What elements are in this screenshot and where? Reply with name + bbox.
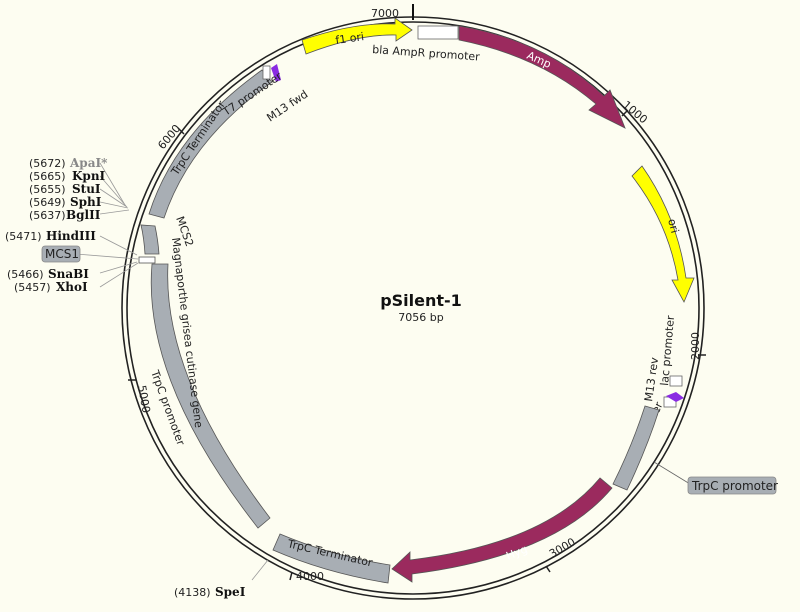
tick-mark-4000 (289, 571, 293, 581)
bla-promoter-feature[interactable] (417, 25, 459, 40)
site-name-kpni[interactable]: KpnI (72, 169, 106, 183)
site-pos-kpni: (5665) (29, 170, 66, 183)
tick-mark-6000 (177, 127, 185, 135)
tick-label-7000: 7000 (371, 7, 399, 20)
mcs1-label: MCS1 (45, 247, 79, 261)
site-pos-apai: (5672) (29, 157, 66, 170)
f1-ori-feature[interactable] (301, 17, 413, 55)
f1-ori-label: f1 ori (335, 30, 365, 47)
trpc-promoter-box-label: TrpC promoter (691, 479, 778, 493)
site-name-sphi[interactable]: SphI (70, 195, 102, 209)
tick-mark-1000 (621, 109, 629, 117)
site-pos-snabi: (5466) (7, 268, 44, 281)
amp-label: Amp (525, 49, 553, 71)
t7-promoter-feature[interactable] (262, 65, 271, 80)
mcs1-box[interactable] (41, 245, 81, 263)
trpc-promoter-leader (653, 461, 691, 485)
site-name-apai[interactable]: ApaI* (69, 156, 108, 170)
m13-fwd-label: M13 fwd (264, 88, 310, 125)
tick-mark-3000 (545, 565, 551, 573)
tick-label-4000: 4000 (296, 570, 324, 583)
plasmid-name: pSilent-1 (380, 291, 462, 310)
site-name-stui[interactable]: StuI (72, 182, 101, 196)
site-pos-hindiii: (5471) (5, 230, 42, 243)
ori-label: ori (665, 217, 681, 234)
tick-label-5000: 5000 (135, 384, 153, 414)
trpc-terminator-bottom-feature[interactable] (272, 533, 391, 584)
trpc-terminator-left-feature[interactable] (148, 69, 273, 219)
site-name-hindiii[interactable]: HindIII (46, 229, 96, 243)
mcs2-feature[interactable] (140, 224, 160, 255)
tick-label-2000: 2000 (689, 332, 702, 360)
trpc-promoter-box[interactable] (687, 476, 777, 495)
site-pos-spei: (4138) (174, 586, 211, 599)
trpc-promoter-left-feature[interactable] (150, 263, 271, 529)
trpc-promoter-right-feature[interactable] (612, 405, 660, 491)
ori-feature[interactable] (631, 165, 695, 303)
site-name-spei[interactable]: SpeI (215, 585, 246, 599)
m13-rev-label: M13 rev (642, 356, 661, 402)
tick-label-6000: 6000 (155, 122, 183, 152)
site-leader-lines (75, 162, 269, 581)
m13-fwd-arrow[interactable] (271, 64, 281, 82)
site-name-bglii[interactable]: BglII (66, 208, 101, 222)
site-pos-bglii: (5637) (29, 209, 66, 222)
lac-promoter-feature[interactable] (669, 375, 683, 387)
plasmid-backbone-inner (126, 21, 700, 595)
m13-rev-arrow[interactable] (666, 392, 684, 402)
site-name-xhoi[interactable]: XhoI (56, 280, 88, 294)
lac-promoter-label: lac promoter (658, 315, 677, 387)
site-pos-stui: (5655) (29, 183, 66, 196)
hyg-feature[interactable] (391, 477, 613, 583)
plasmid-length: 7056 bp (398, 311, 443, 324)
mcs1-segment[interactable] (138, 256, 156, 264)
site-pos-xhoi: (5457) (14, 281, 51, 294)
tick-label-1000: 1000 (620, 98, 650, 126)
amp-feature[interactable] (458, 25, 626, 129)
bla-promoter-label: bla AmpR promoter (372, 43, 481, 64)
site-pos-sphi: (5649) (29, 196, 66, 209)
site-name-snabi[interactable]: SnaBI (48, 267, 89, 281)
